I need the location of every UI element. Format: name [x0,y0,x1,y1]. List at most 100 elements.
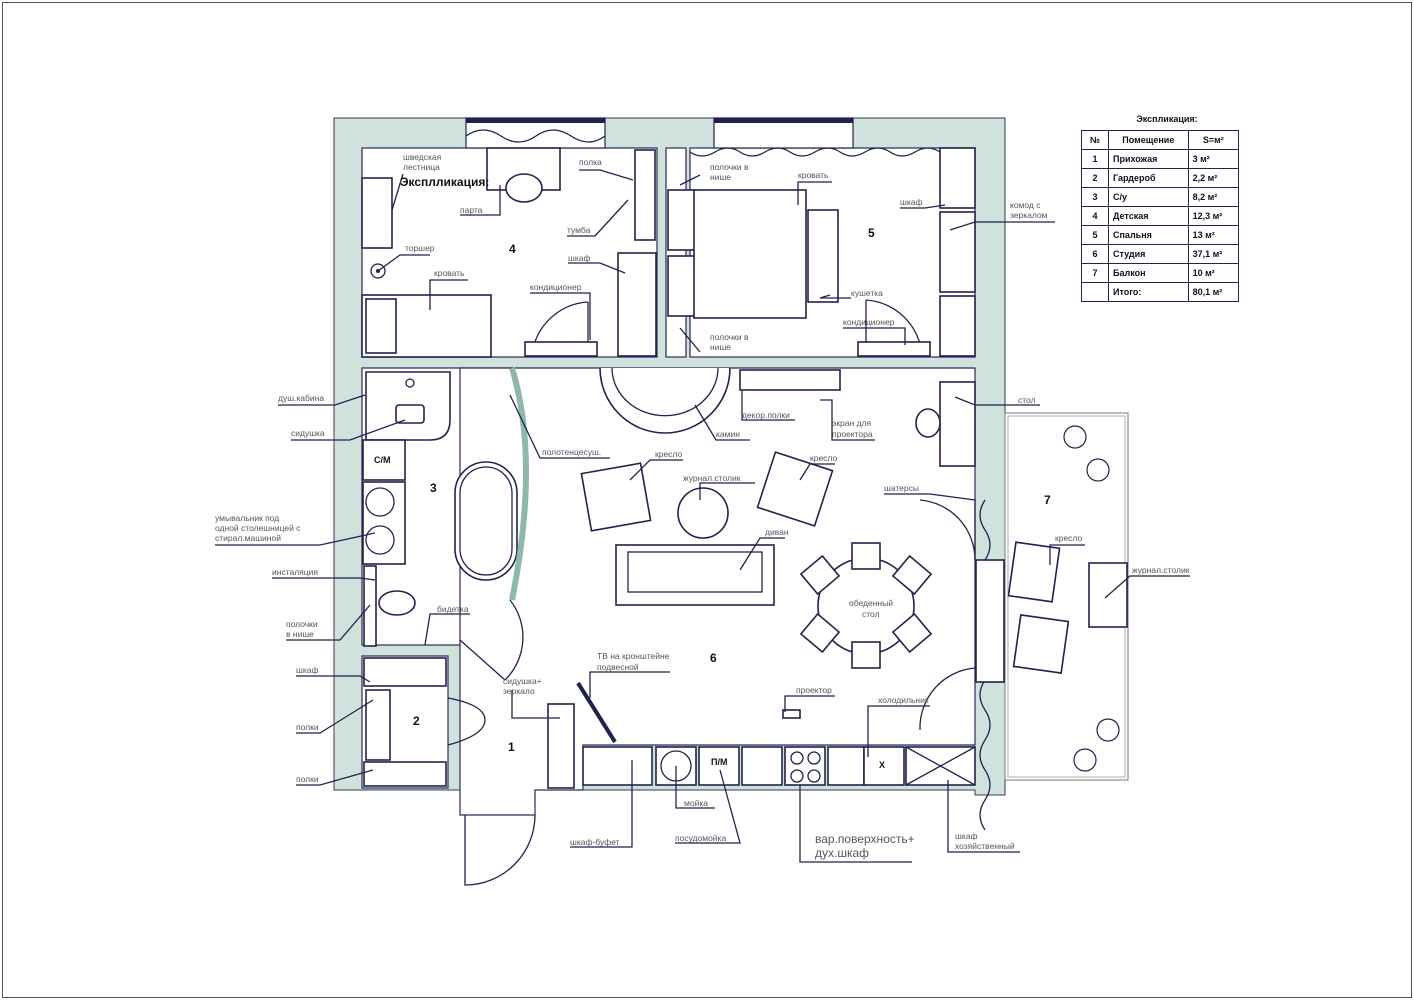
callout-label: полочки [286,619,318,629]
leader-line [843,327,906,345]
stray-explication-title: Эксплликация: [400,175,489,189]
balcony-door [919,499,976,561]
leader-line [511,690,560,719]
table-cell: 37,1 м² [1187,244,1240,264]
leader-line [741,390,795,421]
curtain [689,147,941,157]
callout-label: зеркалом [1010,210,1048,220]
leader-line [509,394,610,459]
leader-line [215,532,376,546]
dresser-mirror [939,211,976,293]
coffee-table [677,487,729,539]
leader-line [679,327,701,353]
callout-label: инсталяция [272,567,318,577]
callout-label: шкаф [568,253,590,263]
callout-label: парта [460,205,483,215]
table-cell: 12,3 м² [1187,206,1240,226]
niche-shelf-top [667,189,697,251]
table-cell: 4 [1081,206,1109,226]
hob-oven-label-2: дух.шкаф [815,846,869,860]
leader-line [291,419,406,441]
dishwasher [698,746,740,786]
table-cell: 7 [1081,263,1109,283]
callout-label: кровать [434,268,465,278]
kitchen-row [582,746,976,786]
header-cell: Помещение [1108,130,1189,150]
callout-label: нише [710,342,731,352]
shelves-left [365,689,391,761]
table-cell: 10 м² [1187,263,1240,283]
leader-line [589,671,670,698]
bathtub-inner [459,466,513,576]
leader-line [278,394,366,406]
callout-label: кресло [655,449,682,459]
projector [782,709,801,719]
explication-title: Экспликация: [1136,114,1198,124]
kids-wardrobe [617,252,657,357]
callout-label: проектор [796,685,832,695]
leader-lines [215,169,1190,853]
fridge-mark: X [879,760,885,770]
callout-label: шатерсы [884,483,919,493]
table-cell: 6 [1081,244,1109,264]
leader-line [884,493,976,501]
entry-door [464,814,536,886]
table-cell: 2,2 м² [1187,168,1240,188]
bedroom-ac [857,341,931,357]
bathtub [454,461,518,581]
callout-label: душ.кабина [278,393,324,403]
room-number: 5 [868,226,875,240]
callout-label: нише [710,172,731,182]
table-cell: 1 [1081,149,1109,169]
leader-line [947,780,1020,853]
window-sill [714,118,853,123]
room-number: 7 [1044,493,1051,507]
table-cell: 3 м² [1187,149,1240,169]
callout-label: сидушка [291,428,325,438]
fireplace [599,367,731,434]
callout-label: проектора [832,429,873,439]
leader-line [530,292,591,340]
table-cell: Детская [1108,206,1189,226]
callout-label: в нише [286,629,314,639]
leader-line [799,785,912,863]
kids-ac [524,341,598,357]
callout-label: стол [862,609,880,619]
balcony-armchair-2 [1012,614,1070,674]
callout-label: полки [296,774,319,784]
table-cell [1081,282,1109,302]
washing-machine [362,439,406,481]
callout-label: полка [579,157,602,167]
callout-label: кондиционер [530,282,582,292]
callout-label: диван [765,527,789,537]
callout-label: холодильник [878,695,929,705]
armchair-right [756,451,834,527]
curtain [465,129,606,143]
callout-label: полотенцесуш. [542,447,601,457]
table-cell: Студия [1108,244,1189,264]
table-cell: 13 м² [1187,225,1240,245]
bedroom-wardrobe-bottom [939,295,976,357]
callout-label: кресло [1055,533,1082,543]
shelves-bottom [363,761,447,787]
callout-labels: шведскаялестницапартаполкатумбаторшеркро… [215,152,1190,851]
room-number: 4 [509,242,516,256]
callout-label: шкаф [900,197,922,207]
table-cell: Итого: [1108,282,1189,302]
leader-line [296,769,374,786]
callout-label: шкаф [296,665,318,675]
office-chair [915,408,941,438]
sink-1 [365,487,395,517]
table-cell: Прихожая [1108,149,1189,169]
hob-oven-label-1: вар.поверхность+ [815,832,915,846]
table-cell: 3 [1081,187,1109,207]
washer-mark: С/М [374,455,391,465]
table-header: № Помещение S=м² [1081,130,1240,150]
